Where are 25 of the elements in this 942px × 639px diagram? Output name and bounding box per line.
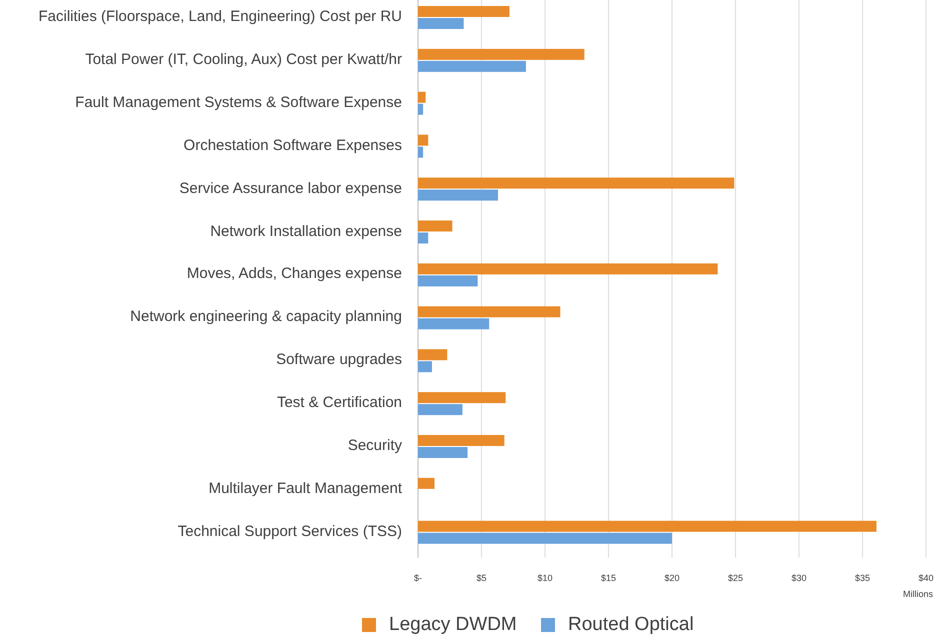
tick-label: $10 xyxy=(537,572,553,584)
category-label: Technical Support Services (TSS) xyxy=(178,522,402,541)
category-label: Moves, Adds, Changes expense xyxy=(186,265,402,284)
category-label: Total Power (IT, Cooling, Aux) Cost per Kwatt/hr xyxy=(85,50,402,69)
category-label: Multilayer Fault Management xyxy=(208,480,402,498)
category-label: Network engineering & capacity planning xyxy=(130,308,402,326)
tick-label: $40 xyxy=(918,572,934,584)
category-label: Network Installation expense xyxy=(210,222,402,240)
category-label: Service Assurance labor expense xyxy=(179,180,402,198)
tick-label: $- xyxy=(414,572,422,584)
legend-label: Routed Optical xyxy=(568,614,694,636)
category-label: Test & Certification xyxy=(276,394,402,412)
tick-label: $5 xyxy=(476,572,486,584)
tick-label: $35 xyxy=(854,572,870,584)
category-label: Software upgrades xyxy=(276,351,402,370)
legend-label: Legacy DWDM xyxy=(389,614,517,636)
tick-label: $20 xyxy=(664,572,680,584)
category-label: Security xyxy=(348,437,402,455)
axis-title: Millions xyxy=(903,588,933,600)
category-label: Facilities (Floorspace, Land, Engineering) Cost per RU xyxy=(38,8,402,26)
category-label: Fault Management Systems & Software Expense xyxy=(75,94,402,112)
tick-label: $25 xyxy=(728,572,744,584)
tick-label: $15 xyxy=(600,572,616,584)
tick-label: $30 xyxy=(791,572,807,584)
category-label: Orchestation Software Expenses xyxy=(184,136,402,155)
